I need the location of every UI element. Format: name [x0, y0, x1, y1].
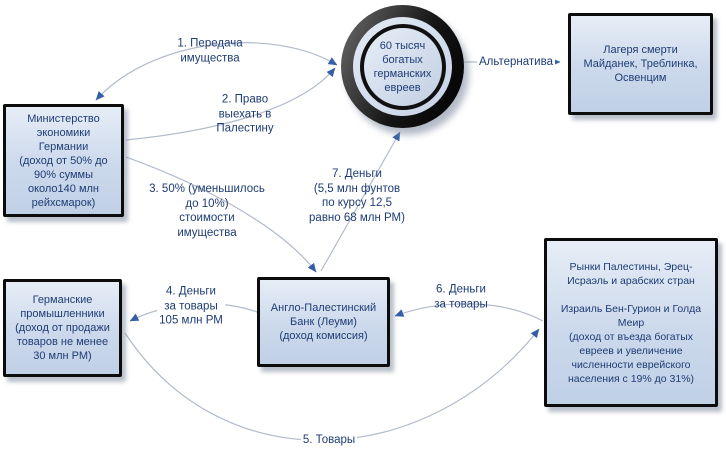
- ministry-box: Министерство экономики Германии (доход о…: [3, 104, 124, 217]
- edge-label-money-pounds: 7. Деньги (5,5 млн фунтов по курсу 12,5 …: [309, 168, 405, 224]
- edge-label-right-to-leave: 2. Право выехать в Палестину: [216, 93, 274, 135]
- arrow-percent-of-value: [125, 156, 317, 273]
- arrow-transfer-property: [95, 42, 338, 101]
- arrow-right-to-leave: [125, 67, 336, 141]
- jews-circle-label: 60 тысяч богатых германских евреев: [359, 23, 446, 110]
- arrow-money-pounds: [320, 131, 401, 272]
- death-camps-box: Лагеря смерти Майданек, Треблинка, Освен…: [568, 13, 713, 115]
- edge-label-money-for-goods-105: 4. Деньги за товары 105 млн РМ: [157, 284, 225, 328]
- edge-label-percent-of-value: 3. 50% (уменьшилось до 10%) стоимости им…: [149, 183, 265, 239]
- jews-circle: 60 тысяч богатых германских евреев: [341, 5, 464, 128]
- palestine-markets-box: Рынки Палестины, Эрец- Исраэль и арабски…: [544, 238, 718, 407]
- industrialists-box: Германские промышленники (доход от прода…: [3, 279, 122, 377]
- bank-box: Англо-Палестинский Банк (Леуми) (доход к…: [257, 277, 390, 367]
- edge-label-alternative: Альтернатива: [477, 54, 555, 70]
- arrow-money-for-goods: [394, 303, 544, 322]
- jews-circle-ring: 60 тысяч богатых германских евреев: [353, 17, 452, 116]
- edge-label-goods: 5. Товары: [300, 432, 358, 448]
- edge-label-money-for-goods: 6. Деньги за товары: [434, 283, 488, 311]
- edge-label-transfer-property: 1. Передача имущества: [177, 37, 243, 65]
